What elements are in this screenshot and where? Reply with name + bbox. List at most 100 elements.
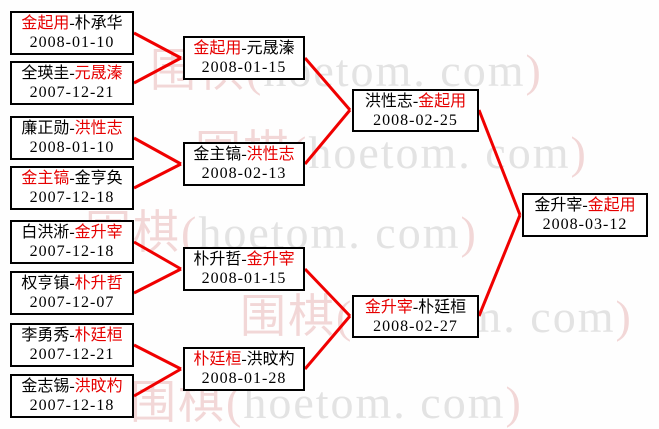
match-r1-2: 全瑛圭-元晟溱 2007-12-21 [10, 61, 134, 105]
player2-name: 金升宰 [74, 224, 123, 241]
player1-name: 金主镐 [21, 170, 70, 187]
player1-name: 全瑛圭 [21, 65, 70, 82]
player2-name: 金起用 [418, 92, 467, 110]
match-date: 2007-12-18 [29, 243, 115, 260]
player1-name: 金起用 [21, 15, 70, 32]
match-players: 金起用-元晟溱 [185, 39, 303, 58]
player2-name: 朴承华 [74, 15, 123, 32]
match-r1-6: 权亨镇-朴升哲 2007-12-07 [10, 271, 134, 315]
match-r1-3: 廉正勋-洪性志 2008-01-10 [10, 116, 134, 160]
player1-name: 洪性志 [364, 92, 413, 110]
match-date: 2008-01-10 [29, 34, 115, 51]
match-r1-8: 金志锡-洪旼杓 2007-12-18 [10, 374, 134, 418]
player1-name: 金起用 [193, 40, 242, 57]
name-separator: - [69, 327, 75, 344]
match-sf-2: 金升宰-朴廷桓 2008-02-27 [352, 295, 479, 338]
match-players: 李勇秀-朴廷桓 [12, 326, 132, 345]
player2-name: 金亨奂 [74, 170, 123, 187]
match-r2-4: 朴廷桓-洪旼杓 2008-01-28 [183, 347, 305, 391]
match-players: 金起用-朴承华 [12, 14, 132, 33]
name-separator: - [241, 351, 247, 368]
player2-name: 金起用 [587, 197, 636, 214]
match-players: 朴升哲-金升宰 [185, 250, 303, 269]
connector-line [133, 240, 182, 271]
match-date: 2007-12-07 [29, 294, 115, 311]
player2-name: 洪旼杓 [74, 378, 123, 395]
connector-line [477, 109, 522, 216]
connector-line [133, 136, 182, 166]
player2-name: 洪性志 [74, 120, 123, 137]
player2-name: 洪性志 [246, 146, 295, 163]
match-players: 朴廷桓-洪旼杓 [185, 350, 303, 369]
name-separator: - [69, 275, 75, 292]
player1-name: 金志锡 [21, 378, 70, 395]
match-date: 2008-01-15 [201, 59, 287, 76]
player1-name: 金升宰 [534, 197, 583, 214]
player1-name: 金升宰 [364, 298, 413, 316]
match-date: 2008-01-10 [29, 139, 115, 156]
connector-line [133, 31, 182, 60]
name-separator: - [69, 378, 75, 395]
connector-line [133, 56, 182, 85]
match-r1-1: 金起用-朴承华 2008-01-10 [10, 11, 134, 55]
name-separator: - [582, 197, 588, 214]
match-date: 2008-03-12 [542, 216, 628, 233]
player1-name: 廉正勋 [21, 120, 70, 137]
match-players: 白洪淅-金升宰 [12, 223, 132, 242]
connector-line [303, 315, 352, 370]
match-players: 金升宰-金起用 [524, 196, 646, 215]
connector-line [303, 267, 352, 318]
player1-name: 李勇秀 [21, 327, 70, 344]
match-final: 金升宰-金起用 2008-03-12 [522, 193, 648, 237]
connector-line [303, 109, 352, 165]
player1-name: 权亨镇 [21, 275, 70, 292]
name-separator: - [412, 92, 419, 110]
match-players: 金升宰-朴廷桓 [354, 298, 477, 317]
name-separator: - [69, 15, 75, 32]
match-players: 金志锡-洪旼杓 [12, 377, 132, 396]
match-date: 2007-12-18 [29, 189, 115, 206]
name-separator: - [69, 170, 75, 187]
name-separator: - [241, 251, 247, 268]
player2-name: 朴廷桓 [74, 327, 123, 344]
match-r1-4: 金主镐-金亨奂 2007-12-18 [10, 166, 134, 210]
match-sf-1: 洪性志-金起用 2008-02-25 [352, 89, 479, 132]
connector-line [133, 162, 182, 190]
connector-line [133, 367, 182, 398]
match-players: 洪性志-金起用 [354, 92, 477, 111]
name-separator: - [241, 40, 247, 57]
connector-line [133, 267, 182, 295]
match-r1-5: 白洪淅-金升宰 2007-12-18 [10, 220, 134, 264]
name-separator: - [412, 298, 419, 316]
match-date: 2008-02-13 [201, 165, 287, 182]
player2-name: 元晟溱 [246, 40, 295, 57]
name-separator: - [69, 224, 75, 241]
name-separator: - [241, 146, 247, 163]
match-date: 2007-12-21 [29, 84, 115, 101]
match-players: 金主镐-洪性志 [185, 145, 303, 164]
player1-name: 白洪淅 [21, 224, 70, 241]
player1-name: 朴升哲 [193, 251, 242, 268]
match-date: 2007-12-21 [29, 346, 115, 363]
player2-name: 洪旼杓 [246, 351, 295, 368]
player2-name: 金升宰 [246, 251, 295, 268]
match-r2-1: 金起用-元晟溱 2008-01-15 [183, 36, 305, 80]
connector-line [303, 57, 352, 111]
match-players: 廉正勋-洪性志 [12, 119, 132, 138]
match-r1-7: 李勇秀-朴廷桓 2007-12-21 [10, 323, 134, 367]
player1-name: 朴廷桓 [193, 351, 242, 368]
match-players: 全瑛圭-元晟溱 [12, 64, 132, 83]
connector-line [477, 214, 522, 317]
match-date: 2008-01-15 [201, 270, 287, 287]
match-r2-2: 金主镐-洪性志 2008-02-13 [183, 142, 305, 186]
match-date: 2008-02-27 [373, 317, 458, 335]
match-players: 权亨镇-朴升哲 [12, 274, 132, 293]
player2-name: 朴升哲 [74, 275, 123, 292]
connector-line [133, 343, 182, 371]
match-date: 2007-12-18 [29, 397, 115, 414]
player1-name: 金主镐 [193, 146, 242, 163]
match-players: 金主镐-金亨奂 [12, 169, 132, 188]
player2-name: 元晟溱 [74, 65, 123, 82]
